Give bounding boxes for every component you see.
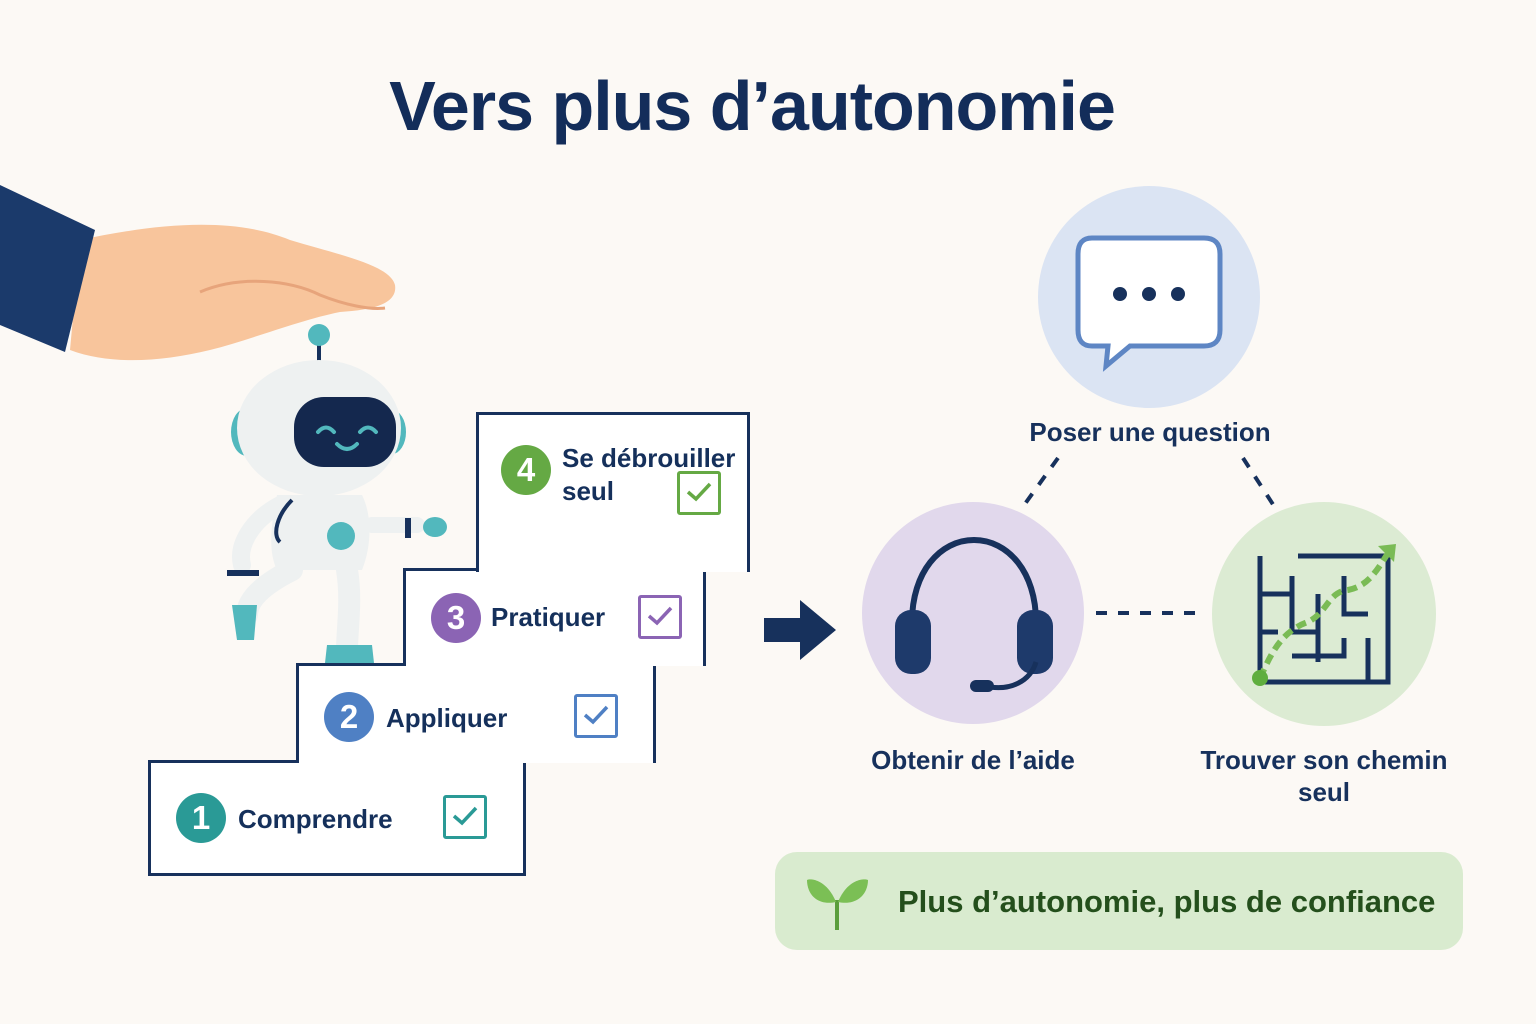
step-4-card: 4 Se débrouiller seul (476, 412, 750, 572)
step-4-check-icon (677, 471, 721, 515)
path-node (1212, 502, 1436, 726)
step-1-check-icon (443, 795, 487, 839)
step-4-label-line2: seul (562, 476, 615, 506)
speech-bubble-icon (1075, 235, 1223, 372)
step-1-label: Comprendre (238, 804, 393, 834)
help-label: Obtenir de l’aide (871, 745, 1075, 775)
step-4-badge: 4 (501, 445, 551, 495)
banner-text: Plus d’autonomie, plus de confiance (898, 884, 1436, 919)
question-node (1038, 186, 1260, 408)
hand-icon (0, 185, 396, 361)
robot-icon (227, 324, 447, 663)
connector-lines (1020, 456, 1276, 615)
confidence-banner: Plus d’autonomie, plus de confiance (775, 852, 1463, 950)
headset-icon (895, 536, 1053, 692)
step-3-badge: 3 (431, 593, 481, 643)
question-label: Poser une question (1029, 417, 1271, 447)
maze-icon (1252, 544, 1396, 686)
arrow-right-icon (764, 600, 836, 660)
help-node (862, 502, 1084, 724)
path-label-line2: seul (1297, 777, 1351, 807)
step-2-card: 2 Appliquer (296, 663, 656, 763)
step-3-card: 3 Pratiquer (403, 568, 706, 666)
step-1-card: 1 Comprendre (148, 760, 526, 876)
step-3-check-icon (638, 595, 682, 639)
step-1-badge: 1 (176, 793, 226, 843)
step-2-check-icon (574, 694, 618, 738)
step-3-label: Pratiquer (491, 602, 606, 632)
page-title: Vers plus d’autonomie (389, 67, 1116, 145)
path-label-line1: Trouver son chemin (1200, 745, 1448, 775)
step-2-badge: 2 (324, 692, 374, 742)
step-4-label-line1: Se débrouiller (562, 443, 736, 473)
sprout-icon (807, 879, 868, 930)
step-2-label: Appliquer (386, 703, 508, 733)
